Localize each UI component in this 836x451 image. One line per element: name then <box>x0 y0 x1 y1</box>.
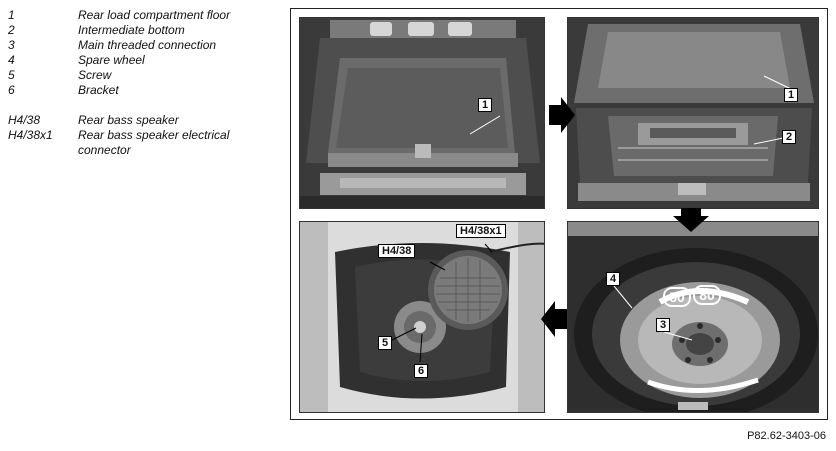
legend-spacer <box>8 98 278 113</box>
legend-row: 6 Bracket <box>8 83 278 98</box>
legend-key: H4/38 <box>8 113 41 127</box>
arrow-right-icon <box>549 97 575 133</box>
photo-load-compartment: 1 <box>299 17 545 209</box>
callout-5: 5 <box>378 336 393 350</box>
legend-row: H4/38x1 Rear bass speaker electrical con… <box>8 128 278 158</box>
legend-key: 3 <box>8 38 15 52</box>
legend-row: 2 Intermediate bottom <box>8 23 278 38</box>
legend-text: Bracket <box>78 83 119 97</box>
legend: 1 Rear load compartment floor 2 Intermed… <box>8 8 278 158</box>
callout-1: 1 <box>478 98 493 112</box>
legend-text: Rear load compartment floor <box>78 8 231 22</box>
bass-speaker-drawing <box>300 222 544 412</box>
arrow-down-icon <box>673 208 709 232</box>
legend-row: 4 Spare wheel <box>8 53 278 68</box>
photo-bass-speaker: H4/38 H4/38x1 5 6 <box>299 221 545 413</box>
callout-6: 6 <box>414 364 429 378</box>
intermediate-bottom-drawing <box>568 18 818 208</box>
legend-row: 1 Rear load compartment floor <box>8 8 278 23</box>
legend-key: H4/38x1 <box>8 128 53 142</box>
callout-h438x1: H4/38x1 <box>456 224 506 238</box>
legend-text: Rear bass speaker electrical connector <box>78 128 230 157</box>
legend-key: 6 <box>8 83 15 97</box>
callout-1: 1 <box>784 88 799 102</box>
legend-text: Screw <box>78 68 112 82</box>
legend-text: Spare wheel <box>78 53 145 67</box>
callout-h438: H4/38 <box>378 244 416 258</box>
legend-key: 2 <box>8 23 15 37</box>
figure-frame: 1 1 2 <box>290 8 828 420</box>
arrow-left-icon <box>541 301 567 337</box>
legend-text: Intermediate bottom <box>78 23 185 37</box>
callout-2: 2 <box>782 130 797 144</box>
legend-text: Main threaded connection <box>78 38 217 52</box>
legend-row: 5 Screw <box>8 68 278 83</box>
legend-text: Rear bass speaker <box>78 113 179 127</box>
legend-row: H4/38 Rear bass speaker <box>8 113 278 128</box>
tire-marking-right: 80 <box>699 287 715 303</box>
load-compartment-drawing <box>300 18 544 208</box>
callout-4: 4 <box>606 272 621 286</box>
callout-3: 3 <box>656 318 671 332</box>
spare-wheel-drawing: 50 80 <box>568 222 818 412</box>
legend-row: 3 Main threaded connection <box>8 38 278 53</box>
photo-intermediate-bottom: 1 2 <box>567 17 819 209</box>
reference-code: P82.62-3403-06 <box>747 430 826 442</box>
tire-marking-left: 50 <box>669 289 685 305</box>
photo-spare-wheel: 50 80 4 3 <box>567 221 819 413</box>
legend-key: 1 <box>8 8 15 22</box>
legend-key: 5 <box>8 68 15 82</box>
legend-key: 4 <box>8 53 15 67</box>
